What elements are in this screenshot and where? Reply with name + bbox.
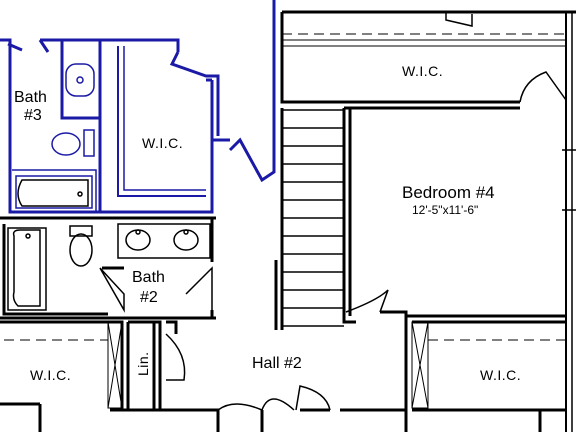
bath3-tub-black: [17, 179, 89, 207]
linen-label: Lin.: [135, 351, 151, 376]
closet-x-marks: [4, 321, 566, 409]
bath3-label-line1: Bath: [14, 89, 47, 106]
wic-top-shelves: [282, 33, 566, 47]
walls: [0, 10, 576, 432]
bath3-label-line2: #3: [24, 107, 42, 124]
door-swings: [99, 12, 567, 411]
bath2-label-line1: Bath: [132, 269, 165, 286]
bath3-fixtures: [12, 63, 97, 212]
window-marks: [562, 149, 576, 211]
wic-right-label: W.I.C.: [480, 367, 521, 383]
hall2-label: Hall #2: [252, 355, 302, 372]
bath2-fixtures: [7, 223, 211, 311]
wic-left-label: W.I.C.: [30, 367, 71, 383]
bath3-suite: [0, 0, 276, 214]
stairs: [282, 109, 344, 327]
bedroom4-label: Bedroom #4: [402, 183, 495, 202]
bath2-label-line2: #2: [140, 289, 158, 306]
wic-bath3-label: W.I.C.: [142, 135, 183, 151]
bedroom4-dimensions: 12'-5"x11'-6": [412, 203, 478, 217]
wic-top-label: W.I.C.: [402, 63, 443, 79]
